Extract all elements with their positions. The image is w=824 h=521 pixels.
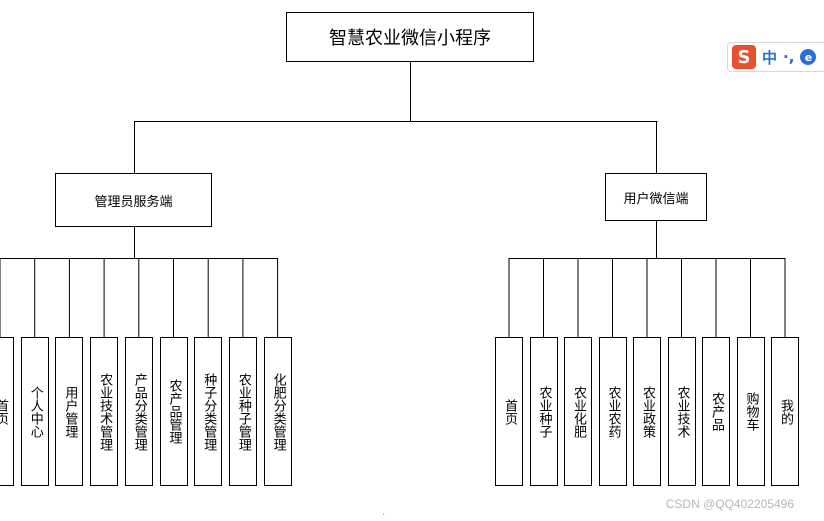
admin-module-label: 化肥分类管理 [270, 372, 286, 451]
admin-module-label: 农业技术管理 [97, 372, 113, 451]
root-node: 智慧农业微信小程序 [286, 12, 534, 62]
admin-module-8: 农业种子管理 [228, 337, 257, 486]
admin-module-1: 首页 [0, 337, 14, 486]
ime-toolbar[interactable]: S 中 ·, e [727, 42, 824, 72]
admin-module-label: 用户管理 [62, 385, 78, 438]
user-label: 用户微信端 [623, 191, 689, 207]
user-module-label: 我的 [778, 398, 793, 425]
admin-module-label: 产品分类管理 [131, 372, 147, 451]
user-module-label: 农产品 [709, 392, 724, 431]
admin-module-label: 种子分类管理 [201, 372, 217, 451]
user-module-7: 农产品 [702, 337, 730, 486]
admin-module-6: 农产品管理 [159, 337, 188, 486]
admin-label: 管理员服务端 [94, 194, 173, 210]
stray-mark: · [382, 510, 386, 521]
user-module-2: 农业种子 [529, 337, 558, 486]
admin-module-label: 农产品管理 [166, 379, 182, 444]
user-module-1: 首页 [495, 337, 523, 486]
ime-extra-icon[interactable]: e [800, 49, 817, 65]
admin-module-5: 产品分类管理 [124, 337, 153, 486]
admin-module-label: 首页 [0, 398, 8, 425]
user-module-9: 我的 [771, 337, 799, 486]
user-module-label: 农业种子 [536, 385, 552, 438]
ime-punct-label[interactable]: ·, [783, 48, 795, 66]
watermark: CSDN @QQ402205496 [665, 497, 794, 511]
user-module-label: 农业技术 [674, 385, 690, 438]
admin-module-label: 农业种子管理 [235, 372, 251, 451]
user-module-label: 农业政策 [640, 385, 655, 438]
admin-module-4: 农业技术管理 [90, 337, 119, 486]
admin-module-9: 化肥分类管理 [263, 337, 292, 486]
admin-module-7: 种子分类管理 [194, 337, 223, 486]
user-module-6: 农业技术 [667, 337, 696, 486]
user-module-label: 购物车 [743, 392, 759, 431]
user-module-label: 农业农药 [605, 385, 621, 438]
user-module-3: 农业化肥 [564, 337, 592, 486]
user-module-5: 农业政策 [633, 337, 661, 486]
admin-module-label: 个人中心 [27, 385, 43, 438]
admin-module-3: 用户管理 [55, 337, 84, 486]
admin-module-2: 个人中心 [20, 337, 49, 486]
admin-node: 管理员服务端 [55, 173, 212, 227]
sogou-logo-icon[interactable]: S [732, 45, 756, 69]
user-module-label: 首页 [502, 398, 517, 425]
user-module-4: 农业农药 [598, 337, 627, 486]
user-module-label: 农业化肥 [571, 385, 586, 438]
user-module-8: 购物车 [736, 337, 765, 486]
user-node: 用户微信端 [605, 173, 707, 221]
root-label: 智慧农业微信小程序 [329, 28, 491, 49]
ime-mode-label[interactable]: 中 [762, 48, 778, 67]
